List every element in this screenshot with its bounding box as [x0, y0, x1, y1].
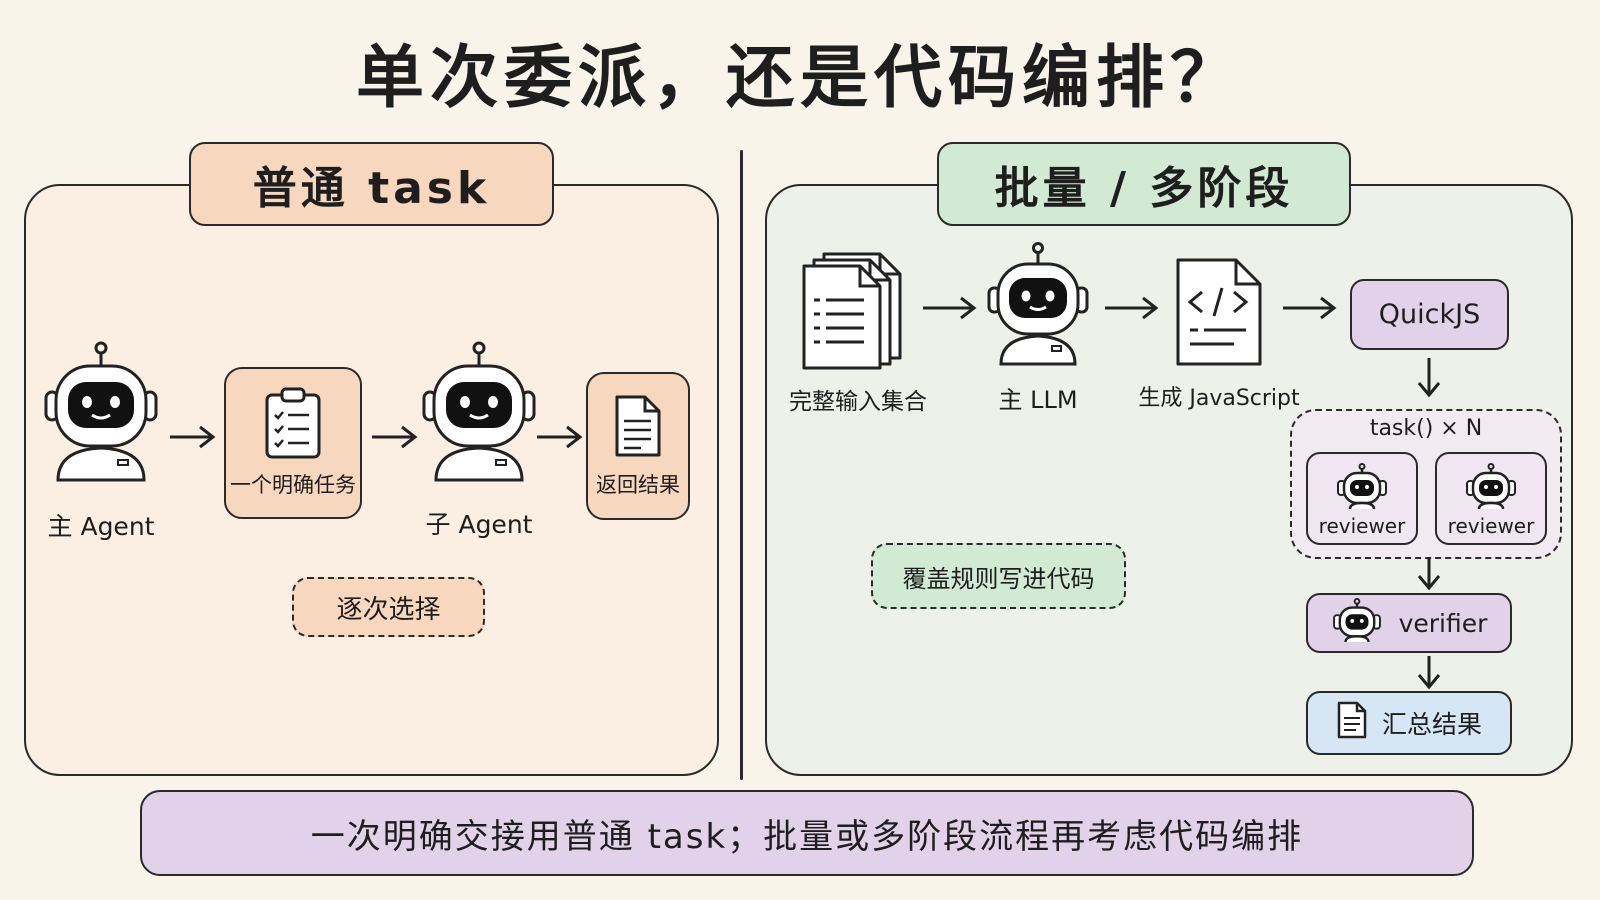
- main-agent-label: 主 Agent: [47, 512, 155, 541]
- document-icon: [1336, 700, 1368, 746]
- right-panel-tab: 批量 / 多阶段: [937, 142, 1351, 226]
- arrow-down-icon: [1416, 654, 1442, 690]
- robot-icon: [1335, 463, 1389, 514]
- arrow-right-icon: [1281, 295, 1337, 321]
- arrow-right-icon: [1103, 295, 1159, 321]
- sub-agent-robot-icon: [418, 340, 540, 485]
- result-card: 返回结果: [586, 372, 690, 520]
- task-card-label: 一个明确任务: [230, 473, 356, 497]
- summary-label: 汇总结果: [1381, 710, 1482, 739]
- clipboard-icon: [263, 387, 323, 463]
- reviewer-card: reviewer: [1435, 452, 1547, 545]
- documents-stack-icon: [800, 250, 906, 370]
- code-label: 生成 JavaScript: [1138, 386, 1300, 411]
- sub-agent-label: 子 Agent: [425, 510, 533, 539]
- arrow-right-icon: [535, 424, 583, 450]
- main-agent-robot-icon: [40, 340, 162, 485]
- left-note: 逐次选择: [292, 577, 485, 637]
- reviewer-label: reviewer: [1318, 514, 1406, 538]
- arrow-down-icon: [1416, 356, 1442, 398]
- code-file-icon: [1174, 256, 1264, 368]
- llm-label: 主 LLM: [998, 386, 1078, 414]
- arrow-right-icon: [168, 424, 216, 450]
- arrow-right-icon: [370, 424, 418, 450]
- task-card: 一个明确任务: [224, 367, 362, 519]
- input-set-label: 完整输入集合: [789, 389, 927, 415]
- reviewer-card: reviewer: [1306, 452, 1418, 545]
- footer-summary: 一次明确交接用普通 task；批量或多阶段流程再考虑代码编排: [140, 790, 1474, 876]
- robot-icon: [1464, 463, 1518, 514]
- result-card-label: 返回结果: [596, 473, 680, 497]
- arrow-right-icon: [921, 295, 977, 321]
- summary-box: 汇总结果: [1306, 691, 1512, 755]
- page-title: 单次委派，还是代码编排？: [355, 39, 1244, 118]
- document-icon: [613, 393, 663, 463]
- reviewer-label: reviewer: [1447, 514, 1535, 538]
- llm-robot-icon: [985, 242, 1091, 368]
- verifier-box: verifier: [1306, 593, 1512, 653]
- right-note: 覆盖规则写进代码: [871, 543, 1126, 609]
- fanout-label: task() × N: [1369, 416, 1483, 441]
- arrow-down-icon: [1416, 555, 1442, 591]
- vertical-divider: [740, 150, 743, 780]
- left-panel-tab: 普通 task: [189, 142, 554, 226]
- quickjs-box: QuickJS: [1350, 279, 1509, 350]
- robot-icon: [1331, 598, 1383, 648]
- verifier-label: verifier: [1398, 608, 1488, 638]
